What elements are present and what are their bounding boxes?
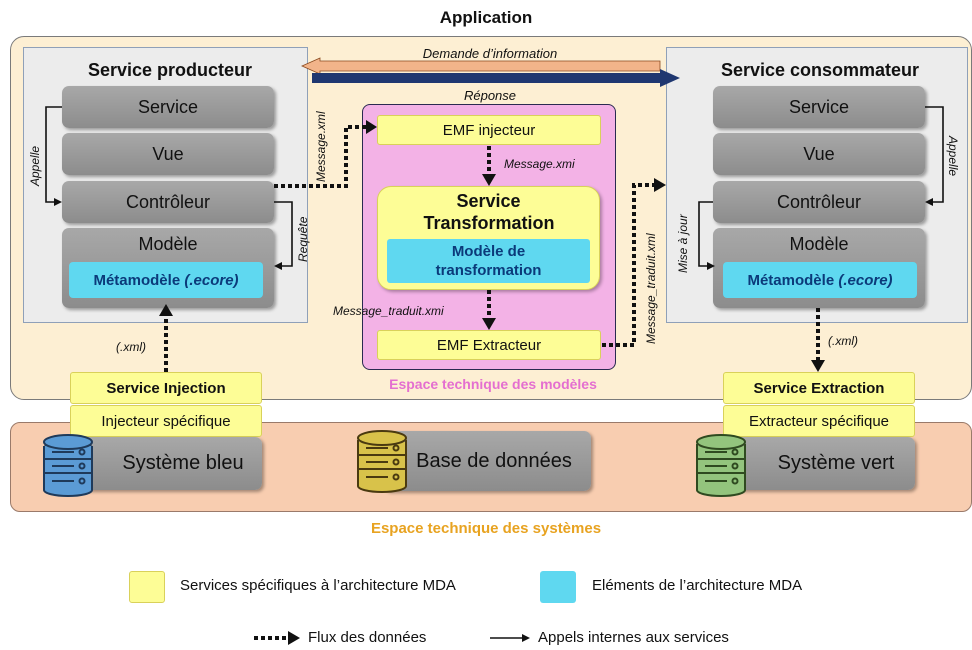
consumer-layer-view: Vue <box>713 133 925 175</box>
yellow-database-icon <box>357 430 407 493</box>
specific-extractor-box: Extracteur spécifique <box>723 405 915 437</box>
legend-cyan-swatch <box>540 571 576 603</box>
message-xml-label: Message.xml <box>314 111 328 182</box>
service-injection-box: Service Injection <box>70 372 262 404</box>
blue-database-icon <box>43 434 93 497</box>
emf-injector-box: EMF injecteur <box>377 115 601 145</box>
producer-layer-view: Vue <box>62 133 274 175</box>
message-xmi-label: Message.xmi <box>504 157 575 171</box>
diagram-title: Application <box>439 8 533 27</box>
consumer-layer-controller: Contrôleur <box>713 181 925 223</box>
consumer-title: Service consommateur <box>720 60 920 80</box>
legend-data-flow-label: Flux des données <box>308 629 427 646</box>
models-space-label: Espace technique des modèles <box>389 376 597 392</box>
producer-request-label: Requête <box>296 216 310 262</box>
specific-injector-box: Injecteur spécifique <box>70 405 262 437</box>
transformation-service-title: Service Transformation <box>423 191 555 233</box>
consumer-layer-service: Service <box>713 86 925 128</box>
producer-layer-service: Service <box>62 86 274 128</box>
emf-extractor-box: EMF Extracteur <box>377 330 601 360</box>
producer-title: Service producteur <box>87 60 253 80</box>
consumer-metamodel-ext: (.ecore) <box>838 271 893 289</box>
producer-metamodel-name: Métamodèle <box>93 271 181 289</box>
legend-internal-calls-label: Appels internes aux services <box>538 629 729 646</box>
producer-layer-controller: Contrôleur <box>62 181 274 223</box>
producer-calls-label: Appelle <box>28 145 42 186</box>
xml-right-label: (.xml) <box>828 334 858 348</box>
blue-system-box: Système bleu <box>70 437 262 490</box>
consumer-metamodel: Métamodèle (.ecore) <box>723 262 917 298</box>
service-extraction-box: Service Extraction <box>723 372 915 404</box>
message-traduit-xml-label: Message_traduit.xml <box>644 233 658 344</box>
xml-left-label: (.xml) <box>116 340 146 354</box>
producer-metamodel: Métamodèle (.ecore) <box>69 262 263 298</box>
legend-yellow-label: Services spécifiques à l’architecture MD… <box>180 577 456 594</box>
consumer-update-label: Mise à jour <box>676 214 690 273</box>
demand-label: Demande d’information <box>422 46 558 61</box>
database-box: Base de données <box>383 431 591 491</box>
systems-space-label: Espace technique des systèmes <box>370 520 602 537</box>
message-traduit-xmi-label: Message_traduit.xmi <box>333 304 444 318</box>
producer-model-label: Modèle <box>138 234 198 254</box>
consumer-model-label: Modèle <box>789 234 849 254</box>
consumer-metamodel-name: Métamodèle <box>747 271 835 289</box>
producer-metamodel-ext: (.ecore) <box>184 271 239 289</box>
legend-yellow-swatch <box>129 571 165 603</box>
green-database-icon <box>696 434 746 497</box>
green-system-box: Système vert <box>723 437 915 490</box>
transformation-model-box: Modèle de transformation <box>387 239 590 283</box>
response-label: Réponse <box>463 88 517 103</box>
legend-cyan-label: Eléments de l’architecture MDA <box>592 577 803 594</box>
consumer-calls-label: Appelle <box>946 136 960 177</box>
